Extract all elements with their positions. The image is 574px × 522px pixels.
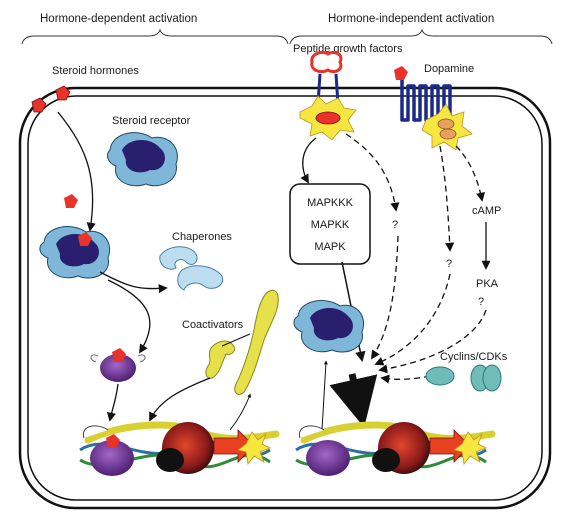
transcription-complex-right — [295, 421, 496, 476]
header-bracket-left — [21, 28, 289, 45]
steroid-receptor-label: Steroid receptor — [112, 115, 191, 127]
steroid-hormones-label: Steroid hormones — [52, 65, 139, 77]
kinase-cascade-box: MAPKKK MAPKK MAPK — [289, 183, 371, 265]
question-mark-2: ? — [446, 258, 452, 270]
coactivator-to-dna-arrow — [149, 377, 211, 422]
receptor-to-mapk-arrow — [300, 137, 317, 184]
steroid-receptor-complex — [107, 132, 178, 187]
dopamine-receptor — [394, 66, 473, 151]
header-bracket-right — [289, 28, 553, 45]
dna-back-arrow — [321, 360, 328, 431]
coactivator-small-arrow — [229, 393, 251, 431]
steroid-receptor-right — [293, 300, 364, 353]
chaperones — [159, 246, 224, 291]
coactivator-pointer — [221, 333, 251, 347]
chaperone-release-arrow — [99, 271, 168, 294]
coactivators — [205, 289, 279, 395]
cyclins-cdks — [425, 364, 502, 392]
coactivators-label: Coactivators — [182, 319, 244, 331]
header-hormone-independent: Hormone-independent activation — [328, 13, 494, 25]
dopamine-dashed-arrow-1 — [439, 145, 455, 252]
transcription-complex-left — [79, 421, 280, 476]
cyclins-cdks-label: Cyclins/CDKs — [440, 351, 508, 363]
chaperones-label: Chaperones — [172, 231, 232, 243]
kinase-mapkkk: MAPKKK — [307, 197, 354, 209]
receptor-to-dna-bold-arrow — [329, 373, 378, 428]
converging-arrow-2 — [374, 273, 451, 366]
hormone-entry-arrow — [57, 111, 96, 232]
kinase-mapkk: MAPKK — [311, 219, 350, 231]
dimerization-arrow — [107, 279, 151, 354]
question-mark-1: ? — [392, 219, 398, 231]
converging-arrow-3 — [378, 309, 487, 374]
growth-factor-dashed-arrow — [345, 133, 400, 212]
growth-factor-receptor — [299, 50, 357, 141]
converging-arrow-1 — [371, 235, 399, 360]
pka-label: PKA — [476, 278, 499, 290]
kinase-mapk: MAPK — [314, 241, 346, 253]
peptide-growth-factors-label: Peptide growth factors — [293, 43, 403, 55]
dopamine-label: Dopamine — [424, 63, 474, 75]
dopamine-to-camp-arrow — [455, 145, 486, 202]
camp-label: cAMP — [472, 205, 501, 217]
steroid-hormone-molecules — [31, 85, 71, 113]
header-hormone-dependent: Hormone-dependent activation — [40, 13, 197, 25]
dimer-to-dna-arrow — [106, 383, 119, 422]
question-mark-3: ? — [478, 296, 484, 308]
activated-receptor-dimer — [90, 348, 146, 382]
cyclins-arrow — [380, 374, 431, 384]
cell-membrane — [18, 86, 552, 510]
hormone-bound-receptor — [39, 194, 110, 279]
